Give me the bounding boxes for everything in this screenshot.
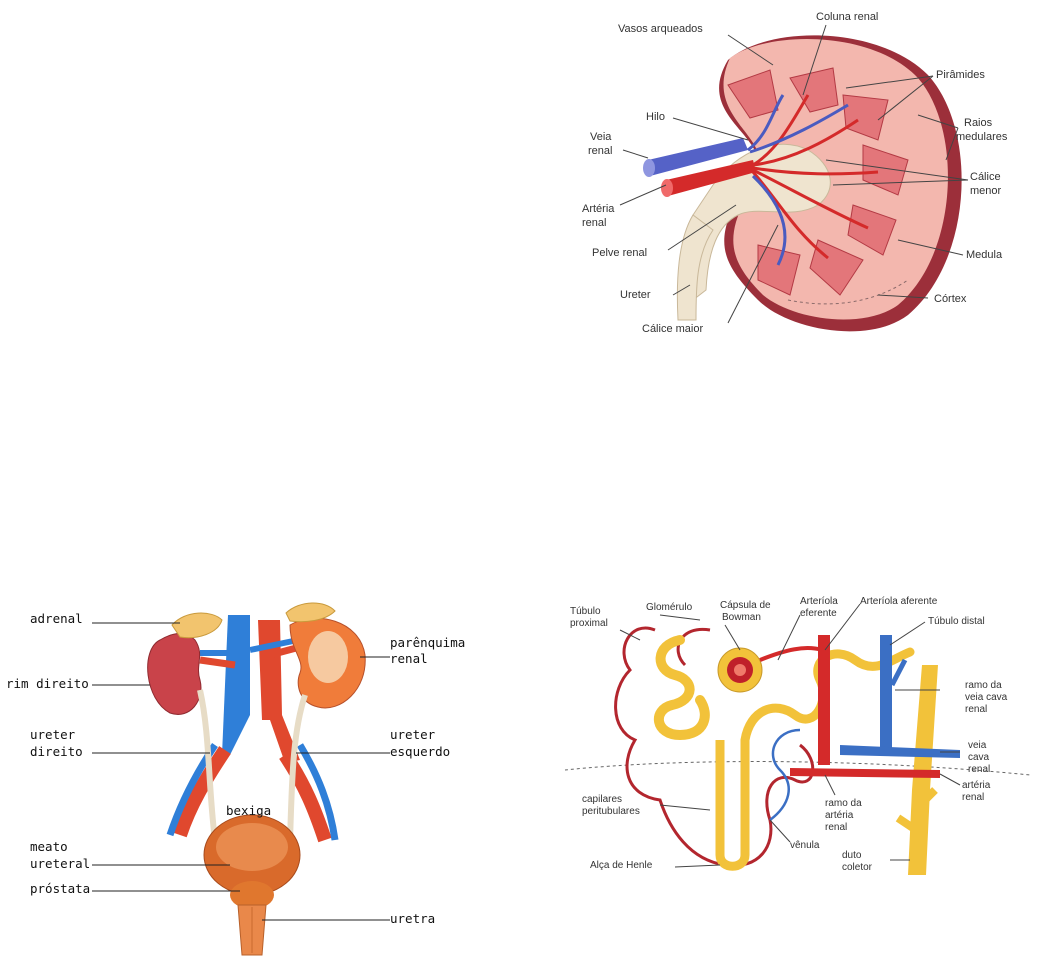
label-medula: Medula bbox=[966, 249, 1003, 261]
nephron-diagram: Túbulo proximal Glomérulo Cápsula de Bow… bbox=[560, 590, 1038, 890]
nephron-leader-lines bbox=[619, 603, 961, 868]
label-adrenal: adrenal bbox=[30, 611, 83, 626]
label-meato-1: meato bbox=[30, 839, 68, 854]
left-ureter bbox=[287, 694, 308, 841]
right-adrenal bbox=[171, 612, 223, 639]
label-arteria-renal-1: artéria bbox=[962, 780, 991, 791]
label-calice-menor-1: Cálice bbox=[970, 171, 1001, 183]
label-cortex: Córtex bbox=[934, 293, 967, 305]
label-tubulo-proximal-2: proximal bbox=[570, 618, 608, 629]
pyramids bbox=[727, 67, 909, 296]
renal-vein-vessel bbox=[648, 138, 748, 176]
ureter-tube bbox=[676, 214, 714, 321]
label-calice-menor-2: menor bbox=[970, 185, 1002, 197]
prostate bbox=[230, 881, 274, 909]
label-arteriola-eferente-2: eferente bbox=[800, 608, 837, 619]
peritubular-capillaries bbox=[614, 626, 815, 868]
label-prostata: próstata bbox=[30, 881, 90, 896]
label-ureter-esquerdo-1: ureter bbox=[390, 727, 436, 742]
label-capilares-2: peritubulares bbox=[582, 806, 640, 817]
label-capilares-1: capilares bbox=[582, 794, 622, 805]
label-parenquima-1: parênquima bbox=[390, 635, 465, 650]
label-tubulo-proximal-1: Túbulo bbox=[570, 606, 601, 617]
label-calice-maior: Cálice maior bbox=[642, 323, 703, 335]
loop-of-henle bbox=[715, 740, 750, 871]
proximal-tubule bbox=[653, 635, 710, 741]
urinary-system-svg: adrenal parênquima renal rim direito ure… bbox=[6, 602, 465, 956]
label-duto-2: coletor bbox=[842, 862, 873, 873]
label-veia-cava-1: veia bbox=[968, 740, 987, 751]
urinary-leader-lines bbox=[92, 622, 390, 921]
left-adrenal bbox=[285, 602, 336, 623]
label-ramo-veia-1: ramo da bbox=[965, 680, 1002, 691]
label-ureter: Ureter bbox=[620, 289, 651, 301]
kidney-section-diagram: Vasos arqueados Coluna renal Pirâmides H… bbox=[578, 0, 1038, 345]
label-capsula-1: Cápsula de bbox=[720, 600, 771, 611]
label-arteria-1: Artéria bbox=[582, 203, 615, 215]
label-capsula-2: Bowman bbox=[722, 612, 761, 623]
urinary-system-diagram: adrenal parênquima renal rim direito ure… bbox=[0, 595, 490, 963]
label-arteriola-aferente: Arteríola aferente bbox=[860, 596, 938, 607]
label-ramo-veia-2: veia cava bbox=[965, 692, 1008, 703]
vessel-branches bbox=[747, 94, 879, 266]
label-arteria-renal-2: renal bbox=[962, 792, 984, 803]
label-hilo: Hilo bbox=[646, 111, 665, 123]
label-raios-1: Raios bbox=[964, 117, 993, 129]
nephron-svg: Túbulo proximal Glomérulo Cápsula de Bow… bbox=[564, 596, 1031, 875]
label-alca-henle: Alça de Henle bbox=[590, 860, 653, 871]
label-bexiga: bexiga bbox=[226, 803, 271, 818]
vein-branch bbox=[880, 635, 892, 750]
cortex-medulla-boundary bbox=[564, 761, 1031, 776]
kidney-section-svg: Vasos arqueados Coluna renal Pirâmides H… bbox=[582, 11, 1008, 335]
vena-cava bbox=[222, 615, 250, 755]
label-piramides: Pirâmides bbox=[936, 69, 985, 81]
label-ramo-arteria-2: artéria bbox=[825, 810, 854, 821]
label-venula: vênula bbox=[790, 840, 820, 851]
renal-artery-branch bbox=[818, 635, 830, 765]
label-arteriola-eferente-1: Arteríola bbox=[800, 596, 838, 607]
label-veia-cava-2: cava bbox=[968, 752, 990, 763]
label-tubulo-distal: Túbulo distal bbox=[928, 616, 985, 627]
label-ureter-direito-2: direito bbox=[30, 744, 83, 759]
label-glomerulo: Glomérulo bbox=[646, 602, 693, 613]
label-ramo-arteria-3: renal bbox=[825, 822, 847, 833]
label-vasos-arqueados: Vasos arqueados bbox=[618, 23, 703, 35]
label-uretra: uretra bbox=[390, 911, 435, 926]
right-ureter bbox=[197, 689, 218, 841]
label-ureter-esquerdo-2: esquerdo bbox=[390, 744, 450, 759]
label-pelve-renal: Pelve renal bbox=[592, 247, 647, 259]
aorta bbox=[258, 620, 300, 763]
label-veia-1: Veia bbox=[590, 131, 612, 143]
label-ramo-arteria-1: ramo da bbox=[825, 798, 862, 809]
kidney-leader-lines bbox=[619, 24, 969, 324]
label-parenquima-2: renal bbox=[390, 651, 428, 666]
label-raios-2: medulares bbox=[956, 131, 1008, 143]
label-coluna-renal: Coluna renal bbox=[816, 11, 878, 23]
label-ureter-direito-1: ureter bbox=[30, 727, 76, 742]
label-meato-2: ureteral bbox=[30, 856, 90, 871]
label-arteria-2: renal bbox=[582, 217, 606, 229]
right-kidney bbox=[147, 633, 202, 715]
label-veia-cava-3: renal bbox=[968, 764, 990, 775]
label-ramo-veia-3: renal bbox=[965, 704, 987, 715]
renal-artery-vessel bbox=[666, 160, 756, 196]
label-duto-1: duto bbox=[842, 850, 862, 861]
label-rim-direito: rim direito bbox=[6, 676, 89, 691]
label-veia-2: renal bbox=[588, 145, 612, 157]
